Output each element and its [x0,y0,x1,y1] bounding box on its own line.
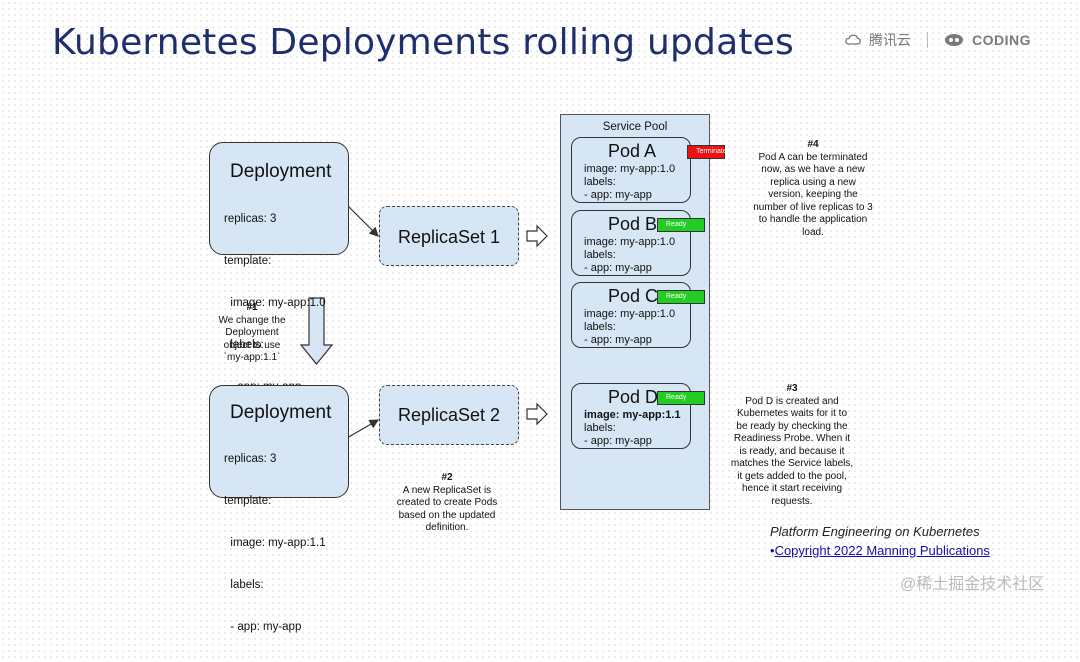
deployment-2-spec: replicas: 3 template: image: my-app:1.1 … [224,424,326,662]
replicaset-1-title: ReplicaSet 1 [397,227,501,247]
deployment-1-spec: replicas: 3 template: image: my-app:1.0 … [224,184,326,422]
deployment-box-2: Deployment replicas: 3 template: image: … [209,385,349,633]
pod-name: Pod C [608,286,659,306]
replicaset-box-2: ReplicaSet 2 [379,385,519,445]
deployment-1-line: image: my-app:1.0 [224,297,326,309]
status-badge-ready: Ready [657,391,705,405]
cloud-icon [845,34,861,45]
diagram-connectors [299,204,548,439]
note-2: #2 A new ReplicaSet is created to create… [383,472,511,535]
replicaset2-to-pool-arrow [526,402,548,426]
pod-name: Pod D [608,387,659,407]
note-number: #4 [807,139,819,150]
watermark: @稀土掘金技术社区 [900,576,1045,593]
bullet: • [770,543,775,558]
deployment-2-title: Deployment [230,402,332,423]
page-title: Kubernetes Deployments rolling updates [52,22,794,63]
note-line: hence it start receiving [741,483,843,494]
note-line: to handle the application [758,214,868,225]
pod-app-label: - app: my-app [584,334,652,346]
pod-labels: labels: [584,321,616,333]
note-line: Kubernetes waits for it to [736,408,848,419]
service-pool: Service Pool Pod A image: my-app:1.0 lab… [560,114,731,510]
copyright-link[interactable]: Copyright 2022 Manning Publications [774,543,990,558]
deployment-2-line: replicas: 3 [224,453,277,465]
status-badge-terminated: Terminated [687,145,731,159]
tencent-logo-text: 腾讯云 [869,32,911,48]
change-down-arrow [299,297,334,365]
deployment-1-line: labels: [224,339,264,351]
note-line: it gets added to the pool, [737,470,847,482]
pod-labels: labels: [584,422,616,434]
note-line: `my-app:1.1` [223,352,281,363]
note-line: be ready by checking the [736,420,848,432]
pod-a: Pod A image: my-app:1.0 labels: - app: m… [571,137,691,203]
copyright-credit: •Copyright 2022 Manning Publications [770,543,990,558]
note-line: load. [802,226,824,238]
note-line: Pod A can be terminated [758,151,868,163]
note-line: version, keeping the [768,189,858,200]
note-line: Deployment [225,327,279,338]
note-number: #2 [441,472,453,483]
pod-image: image: my-app:1.0 [584,236,676,248]
deployment2-to-replicaset2-connector [346,419,380,439]
deployment1-to-replicaset1-connector [346,204,379,237]
deployment-2-line: labels: [224,579,264,591]
note-line: We change the [218,314,286,326]
service-pool-title: Service Pool [602,121,668,133]
deployment-2-line: template: [224,495,272,507]
replicaset-2-title: ReplicaSet 2 [397,405,501,425]
replicaset1-to-pool-arrow [526,224,548,248]
book-title-credit: Platform Engineering on Kubernetes [770,524,980,539]
pod-app-label: - app: my-app [584,435,652,447]
pod-labels: labels: [584,249,616,261]
deployment-1-line: replicas: 3 [224,213,277,225]
deployment-2-line: - app: my-app [224,621,302,633]
deployment-1-line: template: [224,255,272,267]
deployment-1-title: Deployment [230,161,332,182]
note-3: #3 Pod D is created and Kubernetes waits… [720,383,864,508]
note-line: is ready, and because it [739,445,845,457]
deployment-box-1: Deployment replicas: 3 template: image: … [209,142,349,393]
note-line: based on the updated [398,509,496,521]
coding-logo-icon [945,34,963,46]
note-number: #1 [246,302,258,313]
status-badge-ready: Ready [657,290,705,304]
status-badge-ready: Ready [657,218,705,232]
note-line: Pod D is created and [745,395,839,407]
note-number: #3 [786,383,798,394]
note-line: definition. [425,522,469,533]
note-line: requests. [771,495,813,507]
note-line: created to create Pods [396,497,498,508]
note-line: now, as we have a new [761,164,865,175]
note-line: number of live replicas to 3 [753,201,873,213]
note-line: A new ReplicaSet is [402,484,492,496]
note-line: object to use [223,339,281,351]
note-4: #4 Pod A can be terminated now, as we ha… [740,139,886,239]
note-line: Readiness Probe. When it [733,433,851,444]
pod-app-label: - app: my-app [584,262,652,274]
pod-name: Pod A [608,141,657,161]
pod-labels: labels: [584,176,616,188]
pod-image: image: my-app:1.1 [584,409,681,421]
pod-image: image: my-app:1.0 [584,163,676,175]
pod-b: Pod B image: my-app:1.0 labels: - app: m… [571,210,691,276]
deployment-2-line: image: my-app:1.1 [224,537,326,549]
pod-app-label: - app: my-app [584,189,652,201]
note-1: #1 We change the Deployment object to us… [200,302,304,365]
pod-name: Pod B [608,214,658,234]
note-line: matches the Service labels, [730,458,854,469]
replicaset-box-1: ReplicaSet 1 [379,206,519,266]
logo-divider [927,32,928,48]
note-line: replica using a new [770,176,856,188]
logo-area: 腾讯云 CODING [845,30,1031,50]
pod-image: image: my-app:1.0 [584,308,676,320]
coding-logo-text: CODING [972,32,1031,48]
